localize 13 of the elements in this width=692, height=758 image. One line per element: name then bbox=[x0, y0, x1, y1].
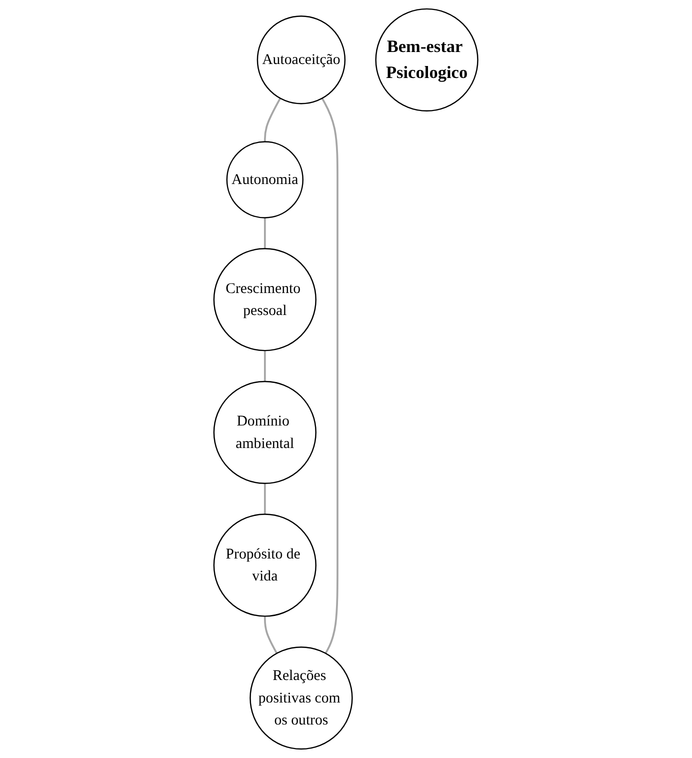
node-circle: Propósito de vida bbox=[213, 514, 317, 617]
connector bbox=[264, 616, 278, 654]
node-circle: Autoaceitção bbox=[256, 16, 346, 104]
connector bbox=[322, 98, 339, 654]
connector bbox=[264, 483, 266, 514]
connector bbox=[264, 98, 282, 142]
node-circle: Autonomia bbox=[226, 141, 304, 218]
node-circle: Bem-estar Psicologico bbox=[375, 8, 479, 112]
connector bbox=[264, 350, 266, 382]
connector bbox=[264, 218, 266, 249]
node-circle: Domínio ambiental bbox=[213, 380, 317, 484]
node-circle: Relações positivas com os outros bbox=[250, 646, 353, 750]
node-circle: Crescimento pessoal bbox=[213, 248, 317, 352]
